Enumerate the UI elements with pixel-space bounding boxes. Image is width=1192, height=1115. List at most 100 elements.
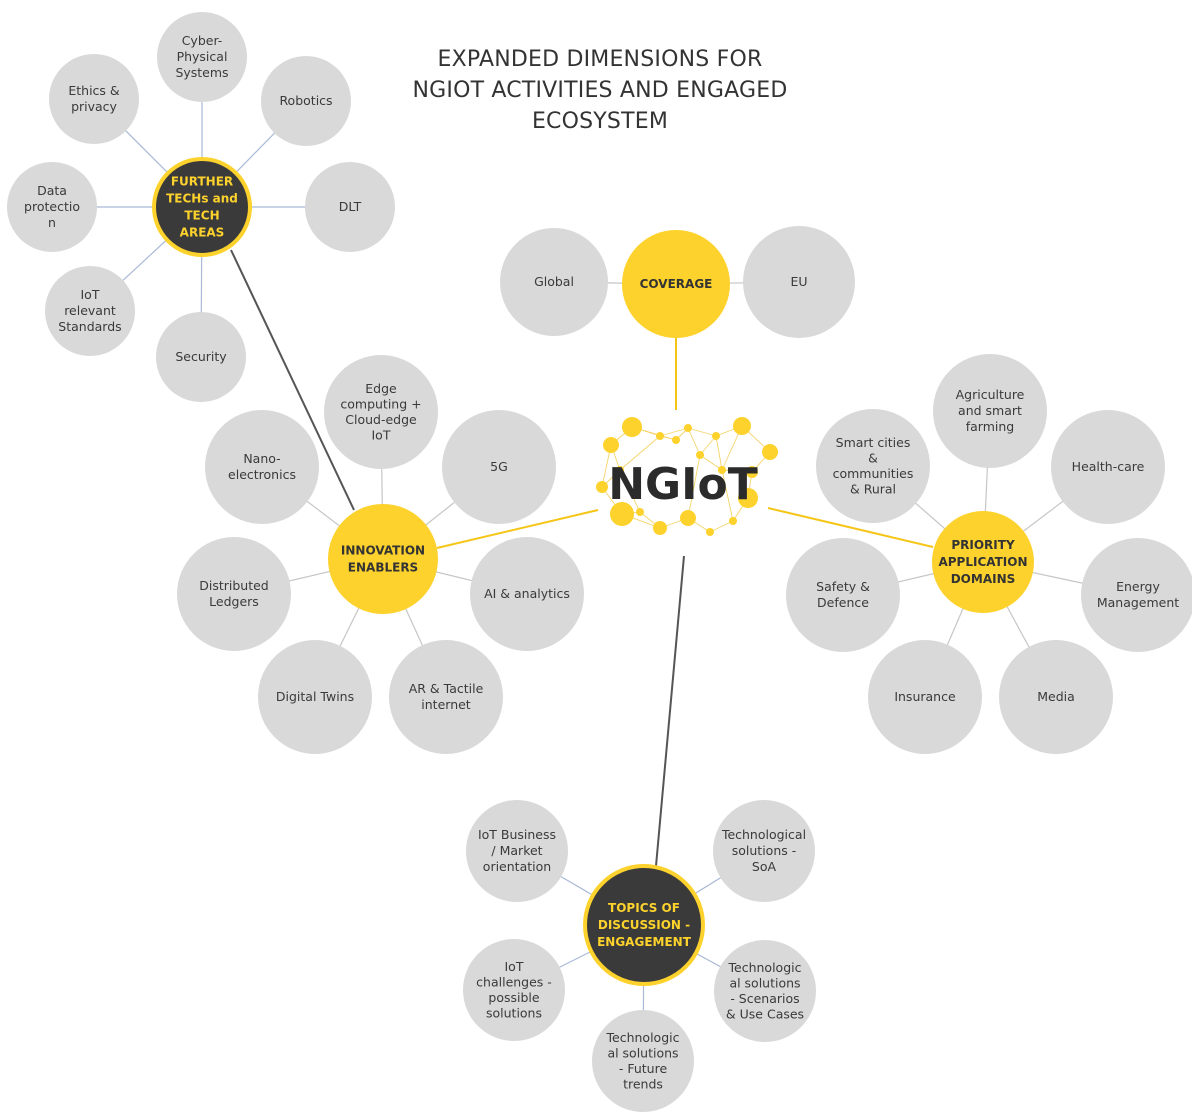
node-label-line-1: Data: [37, 183, 67, 198]
node-circle: [470, 537, 584, 651]
node-label-line-1: Energy: [1116, 579, 1160, 594]
node-label-line-2: Ledgers: [209, 594, 259, 609]
node-label-line-2: &: [868, 450, 878, 465]
hub-label-line-2: APPLICATION: [938, 555, 1027, 569]
node-health-care: Health-care: [1051, 410, 1165, 524]
node-label-line-1: Safety &: [816, 579, 870, 594]
logo-link-22: [715, 435, 723, 471]
node-label-line-3: communities: [833, 466, 914, 481]
node-circle: [157, 12, 247, 102]
node-label-line-1: Health-care: [1072, 459, 1145, 474]
node-label-line-2: and smart: [958, 403, 1022, 418]
node-label-line-1: Global: [534, 274, 574, 289]
node-label-line-1: Technologic: [728, 960, 802, 975]
logo-dot-4: [684, 424, 692, 432]
node-circle: [713, 800, 815, 902]
logo-dot-2: [622, 417, 642, 437]
node-circle: [305, 162, 395, 252]
node-label-line-1: Agriculture: [956, 387, 1025, 402]
line-further-to-innovation: [230, 249, 355, 511]
hub-circle: [152, 157, 252, 257]
hub-label-line-2: TECHs and: [166, 192, 238, 206]
node-label-line-2: Defence: [817, 595, 869, 610]
node-label-line-1: IoT: [505, 959, 524, 974]
node-circle: [816, 409, 930, 523]
logo-link-26: [687, 454, 701, 519]
logo-dot-6: [733, 417, 751, 435]
logo-dot-8: [746, 466, 758, 478]
logo-link-3: [659, 427, 689, 437]
node-circle: [49, 54, 139, 144]
node-safety-defence: Safety &Defence: [786, 538, 900, 652]
hub-label-line-3: ENGAGEMENT: [597, 935, 692, 949]
node-dlt: DLT: [305, 162, 395, 252]
node-ethics-privacy: Ethics &privacy: [49, 54, 139, 144]
logo-dot-15: [610, 502, 634, 526]
hub-circle: [622, 230, 730, 338]
hub-label-line-1: COVERAGE: [640, 277, 713, 291]
node-label-line-3: Systems: [175, 65, 228, 80]
node-label-line-1: Ethics &: [68, 83, 120, 98]
node-label-line-1: AR & Tactile: [409, 681, 484, 696]
node-label-line-1: EU: [790, 274, 807, 289]
logo-link-4: [687, 427, 717, 437]
node-label-line-4: trends: [623, 1076, 663, 1091]
node-label-line-1: Insurance: [894, 689, 956, 704]
node-label-line-1: Digital Twins: [276, 689, 354, 704]
logo-dot-19: [672, 436, 680, 444]
node-nano-electronics: Nano-electronics: [205, 410, 319, 524]
node-label-line-1: Media: [1037, 689, 1075, 704]
node-label-line-3: n: [48, 215, 56, 230]
ngiot-logo: NGIoT: [596, 417, 778, 536]
node-label-line-4: & Use Cases: [726, 1006, 804, 1021]
node-smart-cities-communities-rural: Smart cities&communities& Rural: [816, 409, 930, 523]
node-label-line-3: possible: [488, 990, 539, 1005]
node-label-line-2: al solutions: [729, 975, 800, 990]
line-logo-to-topics: [655, 555, 685, 867]
node-label-line-1: Smart cities: [836, 435, 911, 450]
node-circle: [156, 312, 246, 402]
logo-dot-11: [706, 528, 714, 536]
node-label-line-3: Standards: [58, 319, 121, 334]
node-label-line-2: relevant: [64, 303, 116, 318]
logo-dot-3: [656, 432, 664, 440]
node-label-line-2: al solutions: [607, 1045, 678, 1060]
node-label-line-1: Technological: [721, 827, 806, 842]
node-label-line-1: IoT: [81, 287, 100, 302]
node-label-line-3: farming: [966, 419, 1015, 434]
node-label-line-2: challenges -: [476, 974, 552, 989]
hub-label-line-1: PRIORITY: [951, 538, 1015, 552]
node-label-line-1: Security: [175, 349, 227, 364]
title-line-2: NGIOT ACTIVITIES AND ENGAGED: [412, 78, 788, 103]
node-label-line-2: electronics: [228, 467, 296, 482]
node-circle: [466, 800, 568, 902]
node-label-line-1: Nano-: [243, 451, 280, 466]
logo-link-21: [699, 435, 717, 456]
node-insurance: Insurance: [868, 640, 982, 754]
hub-label-line-1: TOPICS OF: [608, 901, 680, 915]
hub-label-line-1: FURTHER: [171, 175, 233, 189]
logo-wordmark: NGIoT: [608, 459, 758, 510]
node-circle: [592, 1010, 694, 1112]
node-label-line-3: - Scenarios: [730, 991, 799, 1006]
logo-link-10: [709, 520, 734, 533]
node-label-line-3: SoA: [752, 859, 777, 874]
node-label-line-2: Management: [1097, 595, 1179, 610]
node-label-line-2: solutions -: [732, 843, 797, 858]
node-label-line-2: protectio: [24, 199, 80, 214]
hub-label-line-4: AREAS: [180, 226, 225, 240]
hub-label-line-3: TECH: [184, 209, 219, 223]
node-circle: [868, 640, 982, 754]
node-circle: [442, 410, 556, 524]
diagram-title: EXPANDED DIMENSIONS FOR NGIOT ACTIVITIES…: [380, 44, 820, 137]
logo-link-20: [687, 427, 701, 456]
node-label-line-1: AI & analytics: [484, 586, 570, 601]
logo-dot-18: [696, 451, 704, 459]
logo-dot-17: [616, 466, 624, 474]
main-connector-lines: [230, 249, 934, 867]
title-line-1: EXPANDED DIMENSIONS FOR: [437, 47, 763, 72]
